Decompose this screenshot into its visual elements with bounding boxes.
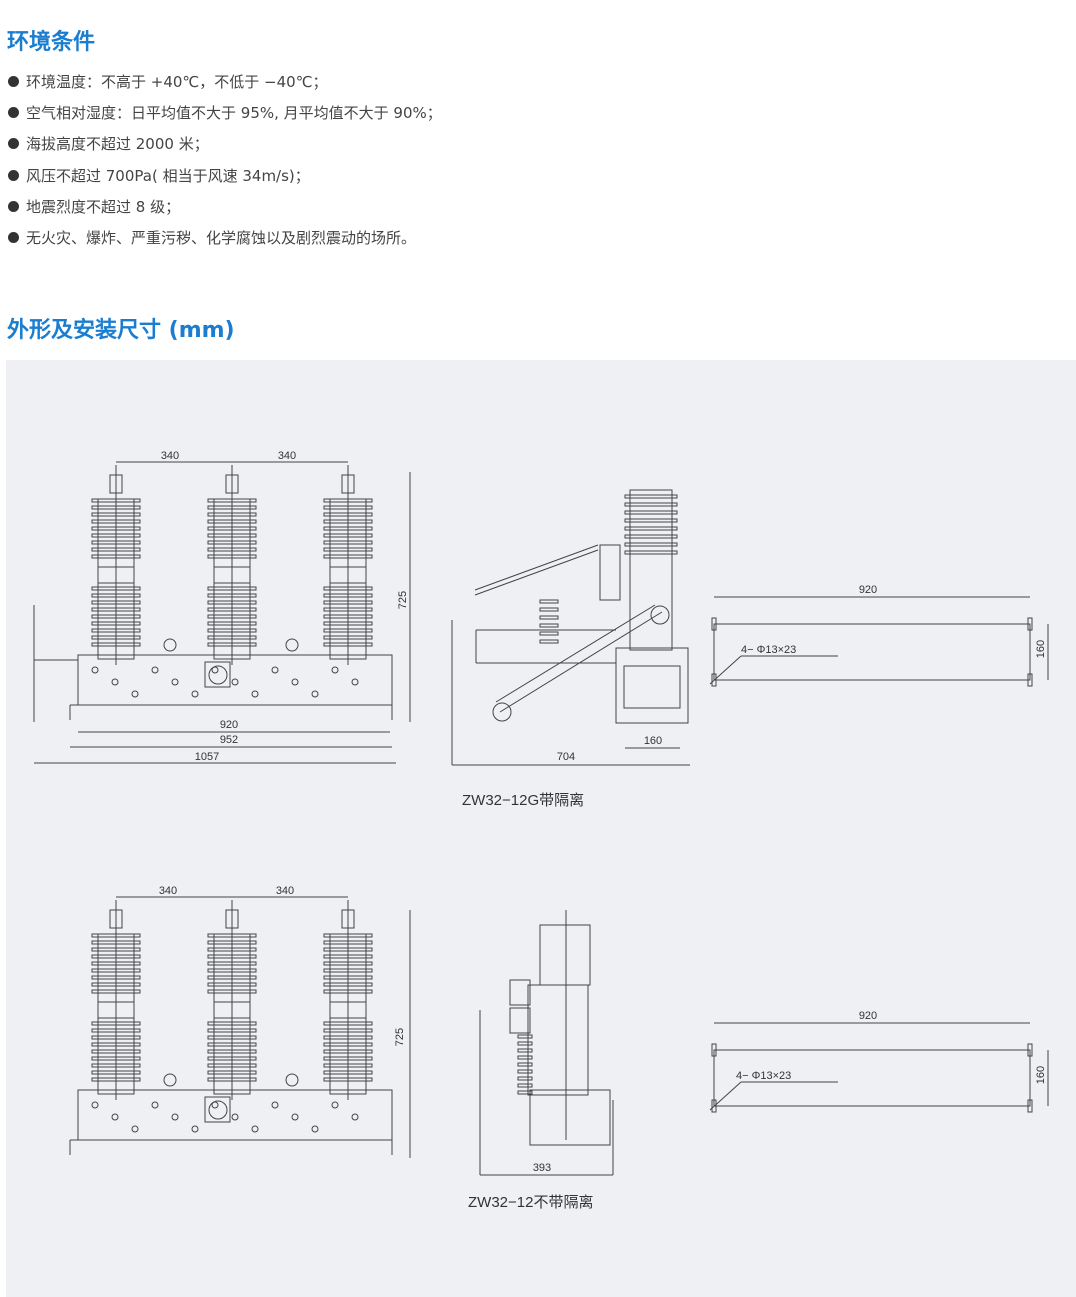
drawing-panel <box>6 360 1076 1297</box>
bullet-icon <box>8 169 19 181</box>
list-item: 海拔高度不超过 2000 米； <box>8 128 442 159</box>
plan-depth: 160 <box>1035 1066 1047 1084</box>
item-text: 无火灾、爆炸、严重污秽、化学腐蚀以及剧烈震动的场所。 <box>26 229 417 248</box>
environment-list: 环境温度：不高于 +40℃，不低于 −40℃； 空气相对湿度：日平均值不大于 9… <box>8 66 442 253</box>
dim-depth-393: 393 <box>533 1162 551 1174</box>
dim-pitch-1: 340 <box>161 450 179 462</box>
list-item: 无火灾、爆炸、严重污秽、化学腐蚀以及剧烈震动的场所。 <box>8 222 442 253</box>
list-item: 地震烈度不超过 8 级； <box>8 191 442 222</box>
caption-zw32-12g: ZW32−12G带隔离 <box>462 792 584 809</box>
plan-holes: 4− Φ13×23 <box>736 1070 791 1082</box>
item-text: 海拔高度不超过 2000 米； <box>26 135 209 154</box>
dim-height: 725 <box>394 1028 406 1046</box>
dim-pitch-2: 340 <box>278 450 296 462</box>
bullet-icon <box>8 138 19 150</box>
bullet-icon <box>8 232 19 244</box>
section-title-environment: 环境条件 <box>7 30 96 55</box>
section-title-dimensions: 外形及安装尺寸 (mm) <box>7 318 235 343</box>
item-text: 风压不超过 700Pa( 相当于风速 34m/s)； <box>26 166 310 185</box>
bullet-icon <box>8 76 19 88</box>
dim-pitch-1: 340 <box>159 885 177 897</box>
item-text: 环境温度：不高于 +40℃，不低于 −40℃； <box>26 73 328 92</box>
plan-width: 920 <box>859 584 877 596</box>
dim-width-952: 952 <box>220 734 238 746</box>
dim-height: 725 <box>397 591 409 609</box>
bullet-icon <box>8 107 19 119</box>
dim-width-920: 920 <box>220 719 238 731</box>
list-item: 环境温度：不高于 +40℃，不低于 −40℃； <box>8 66 442 97</box>
dim-base-160: 160 <box>644 735 662 747</box>
list-item: 空气相对湿度：日平均值不大于 95%, 月平均值不大于 90%； <box>8 97 442 128</box>
plan-depth: 160 <box>1035 640 1047 658</box>
item-text: 空气相对湿度：日平均值不大于 95%, 月平均值不大于 90%； <box>26 104 442 123</box>
dim-width-1057: 1057 <box>195 751 219 763</box>
bullet-icon <box>8 200 19 212</box>
dim-depth-704: 704 <box>557 751 575 763</box>
plan-holes: 4− Φ13×23 <box>741 644 796 656</box>
item-text: 地震烈度不超过 8 级； <box>26 197 181 216</box>
plan-width: 920 <box>859 1010 877 1022</box>
caption-zw32-12: ZW32−12不带隔离 <box>468 1194 593 1211</box>
dim-pitch-2: 340 <box>276 885 294 897</box>
list-item: 风压不超过 700Pa( 相当于风速 34m/s)； <box>8 160 442 191</box>
